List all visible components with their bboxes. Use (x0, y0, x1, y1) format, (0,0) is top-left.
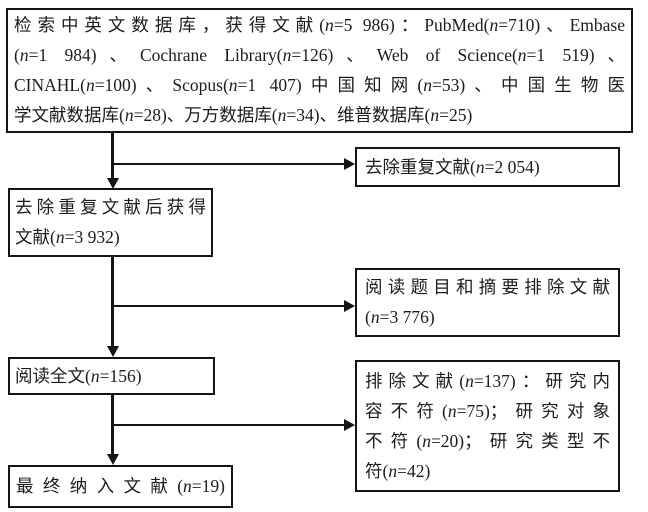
box-text-line: 文献(n=3 932) (15, 227, 120, 247)
box-final-included: 最终纳入文献(n=19) (8, 465, 233, 508)
box-records-after-dedup: 去除重复文献后获得 文献(n=3 932) (8, 188, 213, 257)
box-text-line: 排除文献(n=137)：研究内 (365, 370, 610, 391)
box-text-line: 符(n=42) (365, 460, 431, 481)
box-title-abstract-excluded: 阅读题目和摘要排除文献 (n=3 776) (355, 268, 620, 337)
box-text-line: 去除重复文献后获得 (15, 197, 206, 217)
flow-line-branch-3 (111, 423, 345, 427)
box-text-line: 阅读题目和摘要排除文献 (365, 277, 610, 297)
arrow-right-icon (344, 419, 355, 431)
arrow-right-icon (344, 158, 355, 170)
arrow-down-icon (106, 177, 119, 189)
flow-line-branch-1 (111, 162, 345, 166)
box-full-text-excluded: 排除文献(n=137)：研究内 容不符(n=75)；研究对象 不符(n=20)；… (355, 360, 620, 492)
box-text-line: 最终纳入文献(n=19) (16, 476, 225, 496)
flow-line-vertical-1 (111, 133, 114, 178)
arrow-right-icon (344, 300, 355, 312)
flow-line-branch-2 (111, 304, 345, 308)
box-text-line: 去除重复文献(n=2 054) (365, 156, 540, 177)
box-text-line: CINAHL(n=100)、Scopus(n=1 407)中国知网(n=53)、… (14, 75, 625, 95)
box-text-line: 容不符(n=75)；研究对象 (365, 400, 611, 421)
box-text-line: 不符(n=20)；研究类型不 (365, 430, 611, 451)
box-text-line: 检索中英文数据库，获得文献(n=5 986)：PubMed(n=710)、Emb… (14, 15, 626, 35)
box-database-search: 检索中英文数据库，获得文献(n=5 986)：PubMed(n=710)、Emb… (6, 8, 633, 133)
box-text-line: 学文献数据库(n=28)、万方数据库(n=34)、维普数据库(n=25) (14, 105, 473, 125)
box-text-line: 阅读全文(n=156) (15, 365, 142, 386)
box-text-line: (n=3 776) (365, 307, 435, 327)
box-full-text-review: 阅读全文(n=156) (8, 357, 215, 395)
box-duplicates-removed: 去除重复文献(n=2 054) (355, 147, 620, 187)
arrow-down-icon (106, 346, 119, 357)
flow-line-vertical-2 (111, 257, 114, 346)
arrow-down-icon (106, 454, 119, 465)
box-text-line: (n=1 984)、Cochrane Library(n=126)、Web of… (14, 45, 625, 65)
